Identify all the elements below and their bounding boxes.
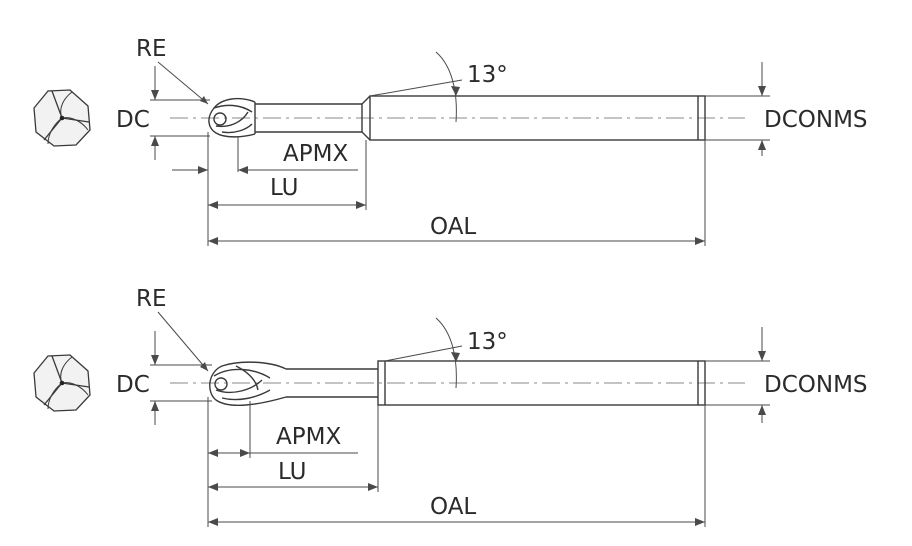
drawing-bottom: RE DC 13° DCONMS APMX LU — [33, 286, 868, 527]
tool-body — [209, 360, 706, 406]
oal-label: OAL — [430, 214, 476, 240]
angle-label: 13° — [467, 62, 508, 88]
dc-label: DC — [116, 107, 150, 133]
re-label: RE — [136, 36, 167, 62]
dconms-label: DCONMS — [764, 372, 868, 398]
oal-label: OAL — [430, 494, 476, 520]
re-label: RE — [136, 286, 167, 312]
lu-label: LU — [270, 175, 299, 201]
dc-label: DC — [116, 372, 150, 398]
dconms-label: DCONMS — [764, 107, 868, 133]
ball-end-mill-end-view-icon — [33, 89, 91, 147]
apmx-label: APMX — [283, 141, 348, 167]
tool-body — [208, 95, 706, 141]
lu-label: LU — [278, 459, 307, 485]
apmx-label: APMX — [276, 424, 341, 450]
angle-label: 13° — [467, 329, 508, 355]
ball-end-mill-end-view-icon — [33, 354, 91, 412]
drawing-top: RE DC 13° DCONMS APMX LU — [33, 36, 868, 246]
